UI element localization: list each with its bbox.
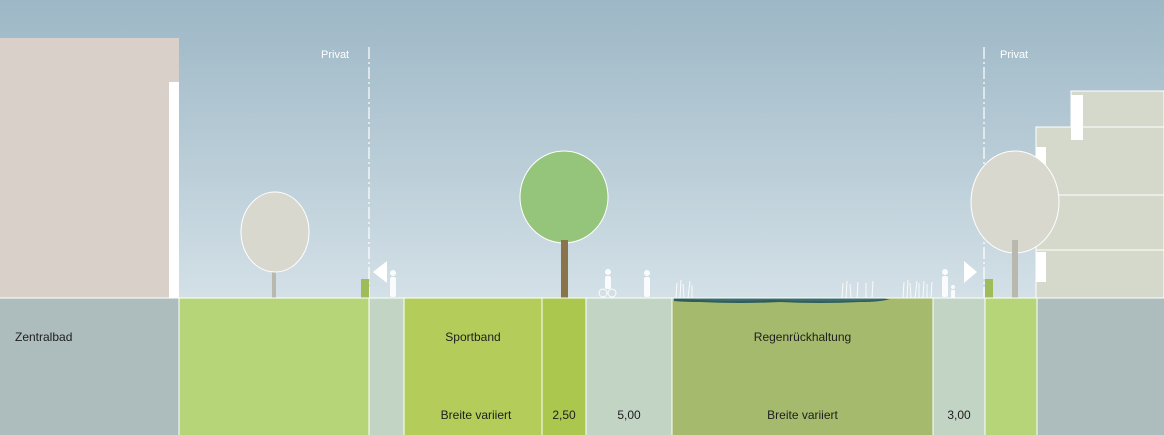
reeds-right: [902, 279, 933, 299]
reeds-center: [841, 280, 874, 299]
zone-green-left: [179, 298, 369, 435]
width-label-sportband: Breite variiert: [440, 408, 512, 422]
left-building-facade: [169, 82, 179, 298]
zone-regen: [672, 298, 933, 435]
left-building: [0, 38, 179, 298]
reeds-left: [675, 279, 693, 299]
zone-strip: [542, 298, 586, 435]
hedge-left: [361, 279, 369, 298]
tree-left-grey: [240, 191, 310, 298]
width-label-right-path: 3,00: [947, 408, 971, 422]
privat-label-right: Privat: [1000, 49, 1029, 61]
right-building-window: [1036, 252, 1046, 282]
zone-green-right: [985, 298, 1037, 435]
privat-label-left: Privat: [321, 49, 350, 61]
zone-label-zentralbad: Zentralbad: [15, 330, 73, 344]
pedestrian-icon: [942, 269, 955, 298]
zone-sportband: [404, 298, 542, 435]
pedestrian-icon: [644, 270, 650, 297]
zone-label-regen: Regenrückhaltung: [753, 330, 852, 344]
zone-path-left: [369, 298, 404, 435]
tree-right-grey: [970, 150, 1060, 298]
zone-label-sportband: Sportband: [445, 330, 501, 344]
zone-right-building: [1037, 298, 1164, 435]
hedge-right: [985, 279, 993, 298]
pedestrian-icon: [390, 270, 396, 297]
width-label-strip: 2,50: [552, 408, 576, 422]
width-label-path: 5,00: [617, 408, 641, 422]
tree-center-green: [519, 150, 609, 298]
right-building-balcony: [1071, 95, 1083, 140]
arrow-right-icon: [964, 261, 977, 283]
zone-path-right: [933, 298, 985, 435]
arrow-left-icon: [373, 261, 387, 283]
zone-zentralbad: [0, 298, 179, 435]
zone-path: [586, 298, 672, 435]
width-label-regen: Breite variiert: [767, 408, 838, 422]
cyclist-icon: [598, 269, 617, 298]
zone-separators: [0, 297, 1164, 435]
